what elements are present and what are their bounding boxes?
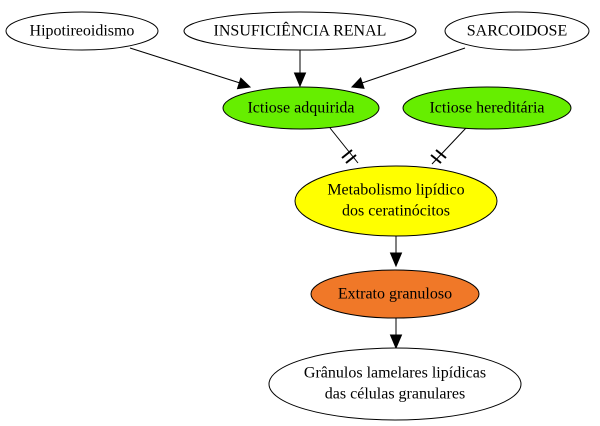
edge-ictiose-hereditaria-to-metabolismo bbox=[430, 127, 467, 165]
node-label: Ictiose hereditária bbox=[429, 100, 544, 117]
tee-bar bbox=[341, 149, 353, 159]
edge-sarcoidose-to-ictiose-adquirida bbox=[350, 47, 466, 89]
node-label: dos ceratinócitos bbox=[342, 203, 450, 220]
edge-insuficiencia-renal-to-ictiose-adquirida bbox=[293, 50, 307, 88]
edge-extrato-granuloso-to-granulos bbox=[389, 318, 403, 350]
tee-bar bbox=[435, 149, 447, 159]
node-label: Ictiose adquirida bbox=[247, 100, 354, 117]
edge-hipotireoidismo-to-ictiose-adquirida bbox=[129, 47, 252, 90]
node-ictiose-adquirida[interactable]: Ictiose adquirida bbox=[222, 86, 380, 130]
arrowhead bbox=[389, 252, 403, 268]
node-shape bbox=[402, 86, 572, 130]
node-granulos-lamelares[interactable]: Grânulos lamelares lipídicas das células… bbox=[268, 347, 522, 421]
node-sarcoidose[interactable]: SARCOIDOSE bbox=[444, 11, 590, 51]
arrowhead bbox=[236, 77, 252, 90]
node-insuficiencia-renal[interactable]: INSUFICIÊNCIA RENAL bbox=[183, 11, 417, 51]
node-shape bbox=[268, 347, 522, 421]
node-shape bbox=[444, 11, 590, 51]
node-hipotireoidismo[interactable]: Hipotireoidismo bbox=[5, 11, 159, 51]
tee-bar bbox=[430, 154, 442, 164]
node-ictiose-hereditaria[interactable]: Ictiose hereditária bbox=[402, 86, 572, 130]
node-extrato-granuloso[interactable]: Extrato granuloso bbox=[310, 269, 480, 319]
node-label: Grânulos lamelares lipídicas bbox=[304, 365, 486, 382]
node-label: INSUFICIÊNCIA RENAL bbox=[214, 21, 387, 40]
arrowhead bbox=[293, 72, 307, 88]
edge-ictiose-adquirida-to-metabolismo bbox=[329, 127, 359, 164]
node-label: Metabolismo lipídico bbox=[327, 182, 464, 199]
node-shape bbox=[294, 165, 498, 237]
node-label: das células granulares bbox=[325, 386, 465, 403]
node-label: Extrato granuloso bbox=[338, 286, 452, 303]
node-label: Hipotireoidismo bbox=[30, 23, 135, 40]
arrowhead bbox=[389, 334, 403, 350]
node-shape bbox=[310, 269, 480, 319]
node-shape bbox=[183, 11, 417, 51]
arrowhead bbox=[350, 77, 365, 89]
edges bbox=[129, 47, 467, 350]
node-shape bbox=[5, 11, 159, 51]
node-shape bbox=[222, 86, 380, 130]
node-metabolismo-lipidico[interactable]: Metabolismo lipídico dos ceratinócitos bbox=[294, 165, 498, 237]
node-label: SARCOIDOSE bbox=[467, 23, 567, 40]
tee-bar bbox=[345, 154, 357, 164]
edge-metabolismo-to-extrato-granuloso bbox=[389, 236, 403, 268]
nodes: Hipotireoidismo INSUFICIÊNCIA RENAL SARC… bbox=[5, 11, 590, 421]
